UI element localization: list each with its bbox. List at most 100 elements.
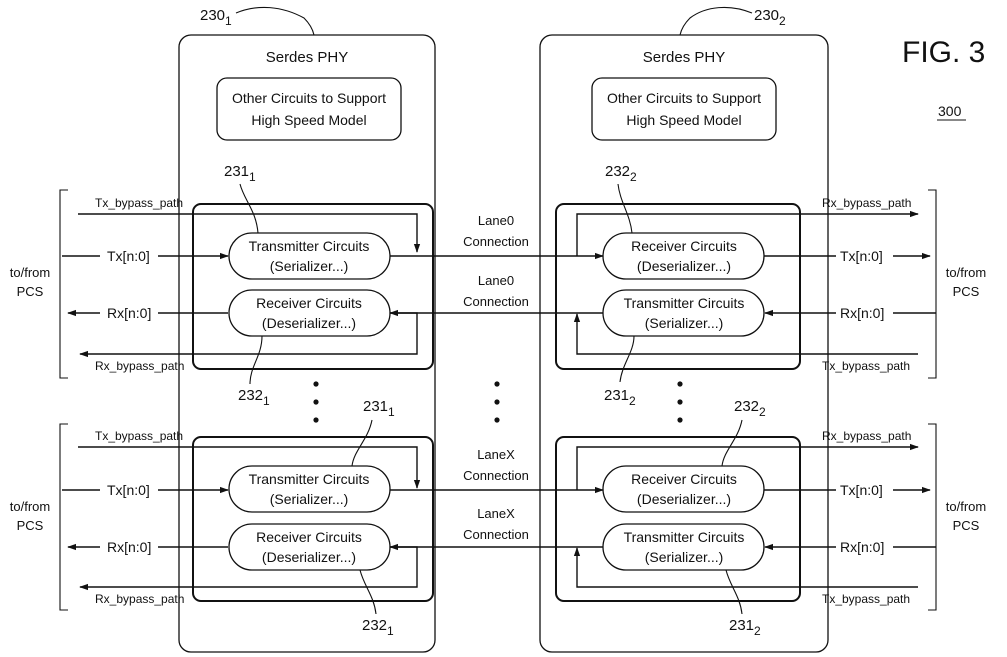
phy-1-ref: 2301 [200, 7, 232, 28]
lane-x-left-tx-bus-label: Tx[n:0] [107, 482, 150, 498]
lane-x-right-rx-label-2: (Deserializer...) [637, 491, 731, 507]
phy-1-box [178, 34, 436, 653]
phy-2: Serdes PHY Other Circuits to Support Hig… [539, 6, 829, 653]
lane-x-conn-bottom-2: Connection [463, 527, 529, 542]
phy-2-support-line1: Other Circuits to Support [607, 90, 761, 106]
lane-x-conn-top-1: LaneX [477, 447, 515, 462]
lane-x-left-tx-label-2: (Serializer...) [270, 491, 349, 507]
phy-1-leader [235, 6, 315, 36]
lane-0-left-tx-bypass-arrow [78, 213, 421, 253]
ellipsis-dot [313, 399, 319, 405]
lane-0-right-rx-bus-label: Rx[n:0] [840, 305, 884, 321]
lane-x-left-tx-label-1: Transmitter Circuits [249, 471, 370, 487]
lane-x-right-tx-bypass-label: Tx_bypass_path [822, 592, 910, 606]
lane-x-conn-top-2: Connection [463, 468, 529, 483]
phy-2-box [539, 34, 829, 653]
lane-0-right-tx-bus-label: Tx[n:0] [840, 248, 883, 264]
lane-0-right-tx-bypass-label: Tx_bypass_path [822, 359, 910, 373]
phy-2-ref: 2302 [754, 7, 786, 28]
lane-0-left-block [192, 203, 434, 370]
lane-x-left-rx-label-1: Receiver Circuits [256, 529, 362, 545]
lane-x-right-rx-bypass-arrow [576, 443, 919, 490]
lane-x-right-rx-circuit[interactable] [602, 465, 765, 513]
lane-x-ref-231-right-leader [725, 569, 743, 615]
lane-0-conn-top-2: Connection [463, 234, 529, 249]
lane-x-left-rx-label-2: (Deserializer...) [262, 549, 356, 565]
lane-x-left-tx-circuit[interactable] [228, 465, 391, 513]
lane-x-right-block [555, 436, 801, 602]
lane-0-right-tx-label-1: Transmitter Circuits [624, 295, 745, 311]
phy-2-support-box [591, 77, 777, 141]
lane-x-left-bracket [59, 423, 68, 611]
lane-ellipsis [313, 381, 683, 423]
lane-x-right-tx-label-2: (Serializer...) [645, 549, 724, 565]
lane-0-right-block [555, 203, 801, 370]
lane-0-right-rx-label-1: Receiver Circuits [631, 238, 737, 254]
lane-0-right-rx-bypass-label: Rx_bypass_path [822, 196, 911, 210]
lane-x-right-tx-circuit[interactable] [602, 523, 765, 571]
lane-0-ref-232-left-leader [249, 335, 263, 385]
lane-0-left-rx-label-2: (Deserializer...) [262, 315, 356, 331]
lane-0-left-tx-bus-label: Tx[n:0] [107, 248, 150, 264]
lane-0-left-rx-label-1: Receiver Circuits [256, 295, 362, 311]
lane-x-left-tx-bypass-arrow [78, 446, 421, 489]
lane-x-left-pcs-2: PCS [17, 518, 44, 533]
ellipsis-dot [313, 381, 319, 387]
lane-0-left-tx-bypass-label: Tx_bypass_path [95, 196, 183, 210]
phy-2-support-line2: High Speed Model [626, 112, 741, 128]
figure-ref: 300 [938, 103, 962, 119]
phy-2-title: Serdes PHY [643, 49, 726, 66]
lane-0-right-pcs-1: to/from [946, 265, 986, 280]
lane-0-left-tx-label-2: (Serializer...) [270, 258, 349, 274]
ellipsis-dot [313, 417, 319, 423]
lane-0-right-tx-label-2: (Serializer...) [645, 315, 724, 331]
lane-0-right-tx-circuit[interactable] [602, 289, 765, 337]
lane-0-left-pcs-1: to/from [10, 265, 50, 280]
lane-x-left-rx-bypass-label: Rx_bypass_path [95, 592, 184, 606]
lane-x-right-rx-bypass-label: Rx_bypass_path [822, 429, 911, 443]
lane-0-right-tx-bypass-arrow [573, 313, 918, 355]
lane-0-right-rx-label-2: (Deserializer...) [637, 258, 731, 274]
lane-0-right-rx-bypass-arrow [576, 210, 919, 256]
lane-0-left-bracket [59, 189, 68, 379]
lane-x-left-rx-bus-label: Rx[n:0] [107, 539, 151, 555]
lane-x: to/from PCS Transmitter Circuits (Serial… [10, 398, 986, 638]
phy-1-title: Serdes PHY [266, 49, 349, 66]
lane-0-ref-231-left-leader [239, 183, 259, 234]
lane-x-right-pcs-2: PCS [953, 518, 980, 533]
phy-2-leader [679, 6, 753, 36]
phy-1-support-line2: High Speed Model [251, 112, 366, 128]
lane-x-right-pcs-1: to/from [946, 499, 986, 514]
lane-x-ref-231-left-leader [351, 419, 373, 467]
ellipsis-dot [494, 399, 500, 405]
phy-1-support-line1: Other Circuits to Support [232, 90, 386, 106]
lane-0: to/from PCS Transmitter Circuits (Serial… [10, 163, 986, 408]
ellipsis-dot [494, 381, 500, 387]
ellipsis-dot [494, 417, 500, 423]
lane-0-ref-231-right: 2312 [604, 387, 636, 408]
lane-0-left-tx-label-1: Transmitter Circuits [249, 238, 370, 254]
ellipsis-dot [677, 417, 683, 423]
lane-0-conn-bottom-1: Lane0 [478, 273, 514, 288]
lane-x-left-pcs-1: to/from [10, 499, 50, 514]
lane-0-ref-231-right-leader [619, 335, 635, 383]
lane-0-right-pcs-2: PCS [953, 284, 980, 299]
lane-0-conn-top-1: Lane0 [478, 213, 514, 228]
figure-label: FIG. 3 [902, 36, 985, 69]
lane-x-ref-232-right: 2322 [734, 398, 766, 419]
lane-x-ref-231-left: 2311 [363, 398, 395, 419]
lane-0-conn-bottom-2: Connection [463, 294, 529, 309]
lane-x-right-rx-bus-label: Rx[n:0] [840, 539, 884, 555]
lane-0-ref-231-left: 2311 [224, 163, 256, 184]
lane-x-left-block [192, 436, 434, 602]
lane-x-ref-232-right-leader [721, 419, 743, 467]
phy-1-support-box [216, 77, 402, 141]
lane-x-right-tx-bypass-arrow [573, 547, 918, 588]
lane-x-right-rx-label-1: Receiver Circuits [631, 471, 737, 487]
lane-x-right-tx-bus-label: Tx[n:0] [840, 482, 883, 498]
phy-1: Serdes PHY Other Circuits to Support Hig… [178, 6, 436, 653]
lane-0-left-rx-bus-label: Rx[n:0] [107, 305, 151, 321]
ellipsis-dot [677, 381, 683, 387]
lane-0-left-rx-bypass-label: Rx_bypass_path [95, 359, 184, 373]
